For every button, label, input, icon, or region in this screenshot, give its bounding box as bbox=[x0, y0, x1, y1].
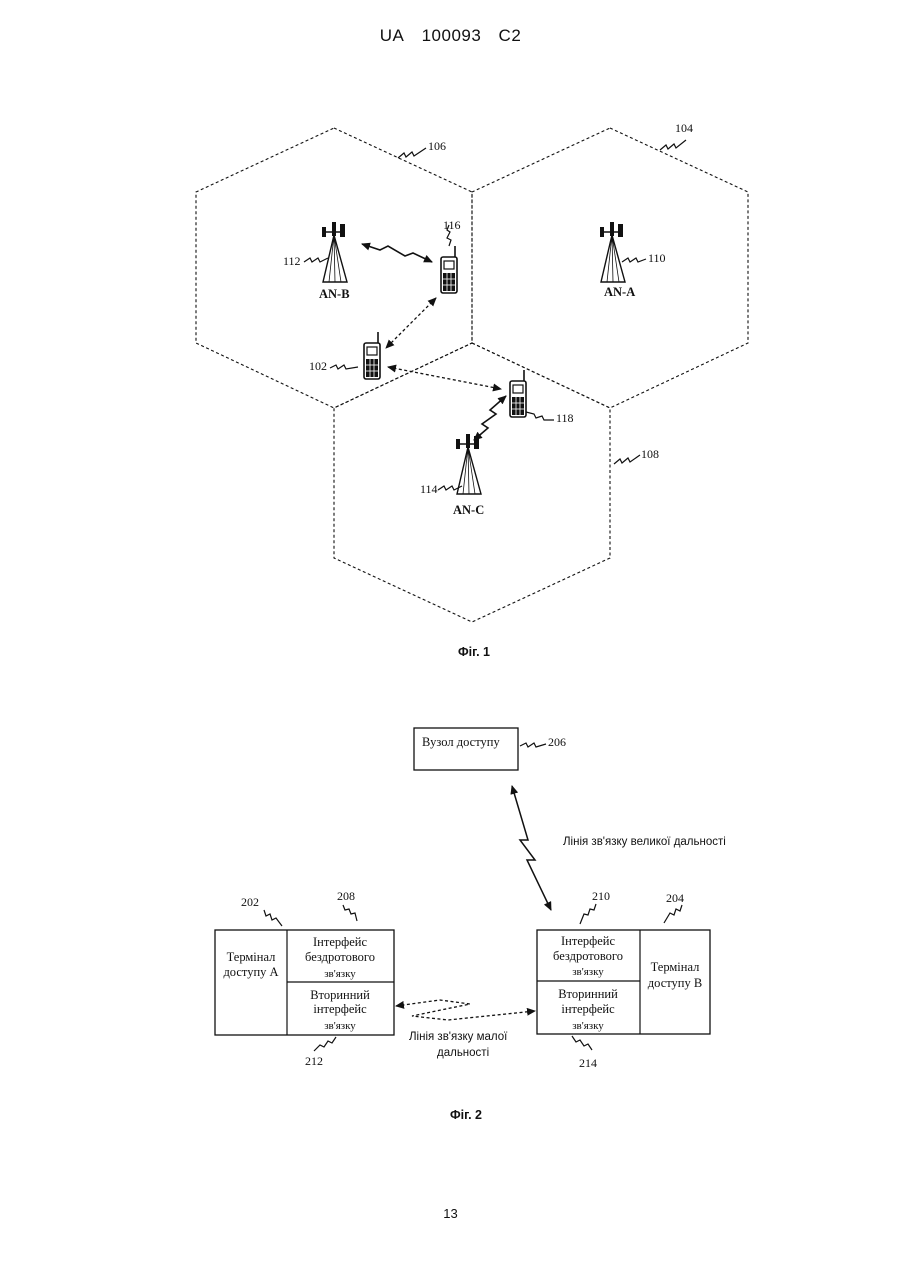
access-node-b-ref: 112 bbox=[283, 254, 301, 268]
terminal-118-ref: 118 bbox=[556, 411, 574, 425]
access-node-c-name: AN-C bbox=[453, 503, 484, 517]
short-range-link-label-line2: дальності bbox=[437, 1047, 489, 1059]
terminal-a-secondary-ref: 212 bbox=[305, 1054, 323, 1068]
cell-108-label: 108 bbox=[641, 447, 659, 461]
terminal-b-ref: 204 bbox=[666, 891, 684, 905]
terminal-b-secondary-line3: зв'язку bbox=[572, 1020, 604, 1032]
terminal-116-ref: 116 bbox=[443, 218, 461, 232]
terminal-118-phone-icon bbox=[510, 370, 526, 417]
terminal-a-ref: 202 bbox=[241, 895, 259, 909]
access-node-box-label: Вузол доступу bbox=[422, 735, 500, 749]
terminal-102-phone-icon bbox=[364, 332, 380, 379]
terminal-a-wireless-line1: Інтерфейс bbox=[313, 935, 367, 949]
access-node-c-tower-icon bbox=[456, 434, 481, 494]
access-node-c-ref: 114 bbox=[420, 482, 438, 496]
page-number: 13 bbox=[0, 1206, 901, 1221]
fig2-diagram: Вузол доступу 206 Лінія зв'язку великої … bbox=[215, 728, 726, 1070]
terminal-102-ref: 102 bbox=[309, 359, 327, 373]
terminal-a-wireless-line3: зв'язку bbox=[324, 968, 356, 980]
fig1-caption: Фіг. 1 bbox=[414, 645, 534, 659]
terminal-b-secondary-line2: інтерфейс bbox=[561, 1002, 615, 1016]
cell-106-label: 106 bbox=[428, 139, 446, 153]
access-node-a-ref: 110 bbox=[648, 251, 666, 265]
fig2-caption: Фіг. 2 bbox=[406, 1108, 526, 1122]
terminal-b-wireless-line1: Інтерфейс bbox=[561, 934, 615, 948]
terminal-b-wireless-line2: бездротового bbox=[553, 949, 623, 963]
access-node-ref: 206 bbox=[548, 735, 566, 749]
terminal-b-label-line2: доступу В bbox=[648, 976, 702, 990]
terminal-b-label-line1: Термінал bbox=[651, 960, 700, 974]
access-node-a-name: AN-A bbox=[604, 285, 635, 299]
terminal-b-secondary-ref: 214 bbox=[579, 1056, 597, 1070]
cell-104-label: 104 bbox=[675, 121, 693, 135]
terminal-a-label-line1: Термінал bbox=[227, 950, 276, 964]
access-node-a-tower-icon bbox=[600, 222, 625, 282]
terminal-a-secondary-line3: зв'язку bbox=[324, 1020, 356, 1032]
access-node-b-name: AN-B bbox=[319, 287, 350, 301]
terminal-b-wireless-ref: 210 bbox=[592, 889, 610, 903]
terminal-116-phone-icon bbox=[441, 246, 457, 293]
terminal-a-secondary-line2: інтерфейс bbox=[313, 1002, 367, 1016]
short-range-link-label-line1: Лінія зв'язку малої bbox=[409, 1031, 508, 1043]
terminal-a-wireless-line2: бездротового bbox=[305, 950, 375, 964]
access-node-b-tower-icon bbox=[322, 222, 347, 282]
terminal-a-label-line2: доступу А bbox=[223, 965, 278, 979]
terminal-b-wireless-line3: зв'язку bbox=[572, 966, 604, 978]
terminal-a-wireless-ref: 208 bbox=[337, 889, 355, 903]
terminal-a-secondary-line1: Вторинний bbox=[310, 988, 370, 1002]
long-range-link-label: Лінія зв'язку великої дальності bbox=[563, 836, 726, 848]
terminal-b-secondary-line1: Вторинний bbox=[558, 987, 618, 1001]
fig1-diagram: 106 104 108 AN-B 112 AN-A 110 AN-C 114 1… bbox=[196, 121, 748, 622]
